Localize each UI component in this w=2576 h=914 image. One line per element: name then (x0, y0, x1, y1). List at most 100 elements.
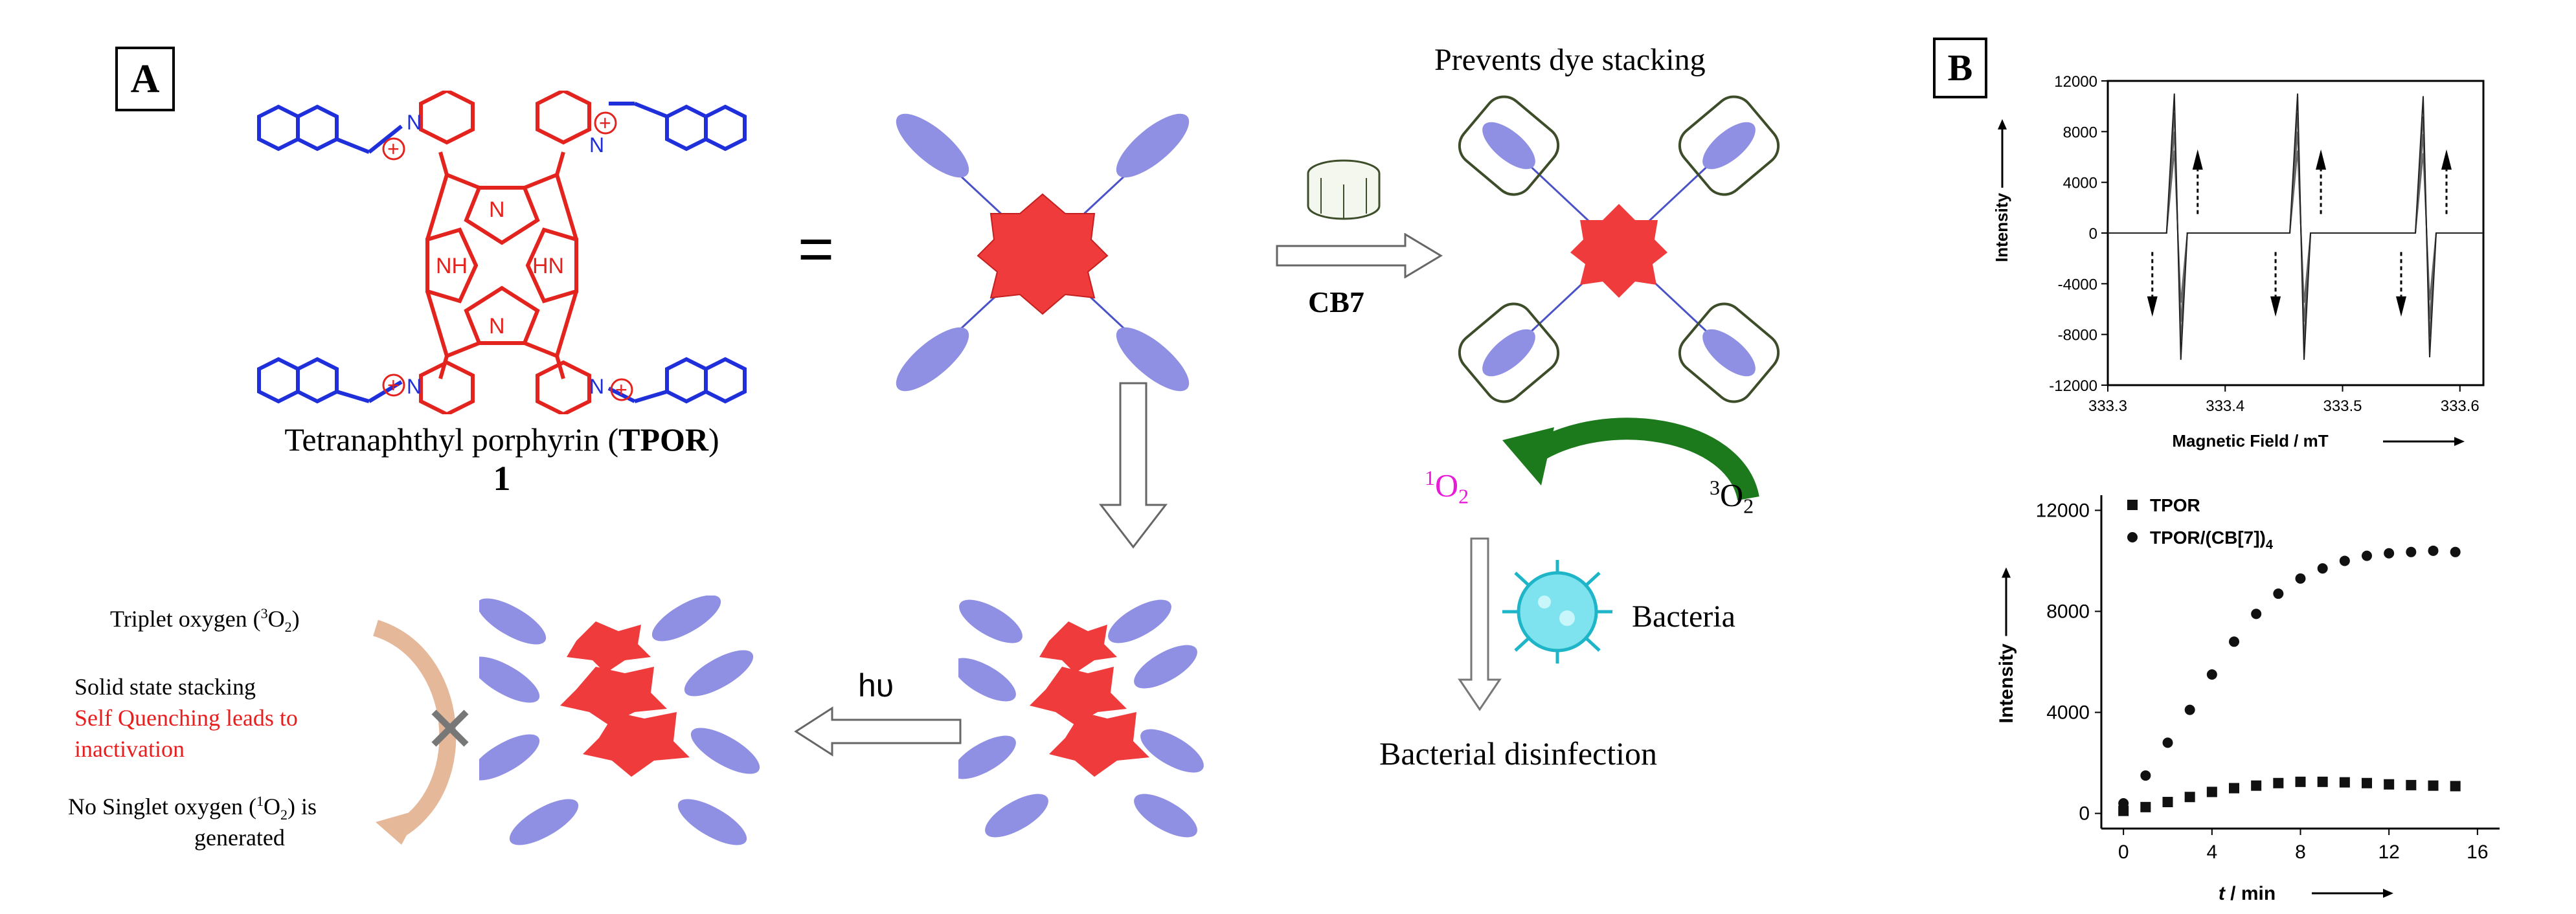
atom-n-top: N (489, 197, 505, 222)
epr-ytick-label: -12000 (2049, 377, 2097, 395)
disinfection-arrow (1458, 537, 1502, 711)
molecule-name: Tetranaphthyl porphyrin (TPOR) (256, 421, 748, 458)
tpor-point (2406, 779, 2417, 790)
kin-xtick-label: 4 (2206, 842, 2217, 863)
tpor-point (2384, 779, 2395, 790)
epr-ytick-label: -4000 (2058, 276, 2097, 293)
kin-ytick-label: 8000 (2046, 601, 2090, 622)
tpor-point (2428, 780, 2439, 791)
oxygen-conversion-arrow (1502, 418, 1759, 502)
epr-xtick-label: 333.5 (2323, 397, 2362, 415)
kin-ytick-label: 4000 (2046, 702, 2090, 724)
legend-tpor-cb7-label: TPOR/(CB[7])4 (2150, 528, 2274, 552)
no-singlet-sup: 1 (256, 793, 264, 809)
kin-ytick-label: 12000 (2036, 500, 2090, 521)
stacked-porphyrins-left (479, 596, 760, 845)
epr-up-arrowhead (2192, 149, 2203, 170)
cb7-arrow (1276, 233, 1443, 278)
kin-xtick-label: 12 (2378, 842, 2399, 863)
bacteria-label: Bacteria (1632, 599, 1735, 634)
epr-xtick-label: 333.3 (2088, 397, 2127, 415)
prevents-stacking-label: Prevents dye stacking (1434, 43, 1706, 77)
molecule-name-prefix: Tetranaphthyl porphyrin ( (284, 421, 619, 458)
singlet-sub: 2 (1458, 484, 1469, 508)
epr-xtick-label: 333.6 (2441, 397, 2480, 415)
charge-plus-4: + (615, 378, 627, 401)
stacking-down-arrow (1098, 382, 1168, 549)
tpor-cb7-point (2339, 555, 2350, 566)
tpor-point (2251, 780, 2262, 791)
tpor-cb7-point (2251, 608, 2262, 619)
triplet-sub: 2 (1743, 494, 1754, 518)
kin-ytick-label: 0 (2079, 803, 2090, 825)
tpor-cb7-point (2118, 797, 2129, 808)
legend-tpor-cb7-marker (2127, 532, 2138, 542)
tpor-cb7-point (2273, 588, 2284, 599)
no-singlet-suffix: ) is (287, 794, 317, 819)
stacked-porphyrins-right (958, 599, 1204, 838)
no-singlet-line1: No Singlet oxygen (1O2) is (68, 793, 317, 823)
atom-n-pyr-4: N (589, 375, 604, 398)
triplet-oxygen-prefix: Triplet oxygen ( (110, 606, 261, 632)
epr-xtick-label: 333.4 (2206, 397, 2244, 415)
tpor-cb7-point (2317, 563, 2328, 574)
solid-state-stacking-text: Solid state stacking (74, 674, 256, 700)
kin-xtick-label: 8 (2295, 842, 2306, 863)
kin-xtick-label: 0 (2118, 842, 2129, 863)
no-singlet-o: O (263, 794, 280, 819)
epr-up-arrowhead (2316, 149, 2327, 170)
tpor-point (2450, 781, 2461, 792)
triplet-prefix: 3 (1710, 476, 1720, 499)
atom-n-pyr-3: N (407, 375, 422, 398)
triplet-oxygen-sup: 3 (260, 605, 268, 621)
tpor-point (2162, 797, 2173, 808)
tpor-cb7-point (2295, 573, 2306, 584)
epr-up-arrowhead (2441, 149, 2452, 170)
legend-tpor-label: TPOR (2150, 495, 2200, 515)
triplet-oxygen-label: 3O2 (1710, 476, 1754, 518)
epr-series-line (2108, 93, 2483, 360)
cb7-label: CB7 (1308, 285, 1364, 318)
kin-ylabel-arrowhead (2002, 567, 2011, 578)
no-singlet-sub: 2 (280, 807, 288, 823)
kin-xlabel-arrowhead (2383, 889, 2393, 898)
charge-plus-3: + (387, 373, 400, 397)
tpor-cb7-point (2450, 546, 2461, 557)
tpor-point (2140, 801, 2151, 812)
hv-label: hυ (858, 667, 894, 704)
panel-a-label: A (115, 47, 175, 111)
tpor-cartoon (896, 113, 1190, 392)
panel-b-label: B (1933, 38, 1987, 98)
kin-xtick-label: 16 (2467, 842, 2488, 863)
atom-nh: NH (436, 254, 468, 278)
tpor-point (2229, 783, 2239, 794)
tpor-point (2317, 776, 2328, 787)
triplet-oxygen-sub: 2 (284, 619, 292, 636)
hv-arrow (794, 706, 962, 757)
tpor-point (2273, 777, 2284, 788)
epr-down-arrowhead (2147, 296, 2158, 317)
epr-xlabel-arrowhead (2454, 437, 2465, 446)
equals-sign: = (798, 214, 835, 284)
molecule-abbr: TPOR (618, 421, 709, 458)
tpor-cb7-point (2206, 669, 2217, 680)
triplet-base: O (1720, 476, 1744, 513)
singlet-base: O (1435, 467, 1459, 504)
tpor-cb7-point (2229, 636, 2239, 647)
no-singlet-line2: generated (194, 825, 285, 851)
epr-ylabel: Intensity (1992, 193, 2011, 262)
kin-ylabel: Intensity (1996, 643, 2017, 724)
tpor-point (2295, 776, 2306, 787)
atom-n-pyr-1: N (407, 111, 422, 134)
no-singlet-prefix: No Singlet oxygen ( (68, 794, 256, 819)
tpor-cb7-point (2140, 770, 2151, 781)
tpor-molecule-structure: N NH HN N + N + N + N + N (257, 91, 747, 414)
epr-down-arrowhead (2396, 296, 2406, 317)
tpor-point (2206, 786, 2217, 797)
tpor-cb7-point (2428, 545, 2439, 556)
bacteria-icon (1502, 560, 1612, 663)
tpor-point (2362, 777, 2372, 788)
atom-hn: HN (532, 254, 564, 278)
